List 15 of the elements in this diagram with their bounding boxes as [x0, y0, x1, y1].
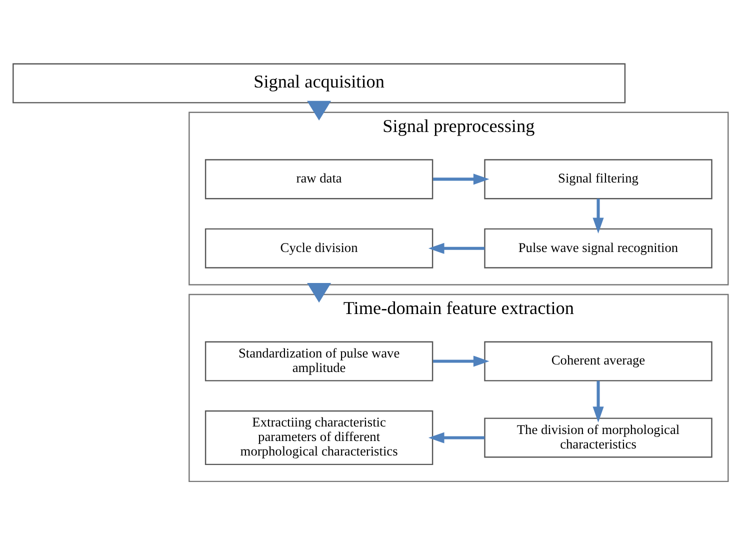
- node-box: Extractiing characteristic parameters of different morphological characteristics: [204, 410, 434, 466]
- arrow: [433, 356, 490, 367]
- node-box: Signal acquisition: [12, 63, 626, 104]
- arrow: [428, 432, 485, 444]
- arrow: [428, 242, 485, 254]
- node-box: Cycle division: [204, 228, 434, 268]
- node-box: Standardization of pulse wave amplitude: [204, 341, 434, 382]
- node-box: Pulse wave signal recognition: [484, 228, 712, 268]
- node-box: The division of morphological characteristics: [484, 418, 712, 458]
- node-box: Signal filtering: [484, 159, 712, 200]
- arrow: [433, 174, 490, 185]
- node-box: raw data: [204, 159, 434, 200]
- arrow: [592, 380, 604, 422]
- node-box: Coherent average: [484, 341, 712, 382]
- arrow: [592, 198, 604, 234]
